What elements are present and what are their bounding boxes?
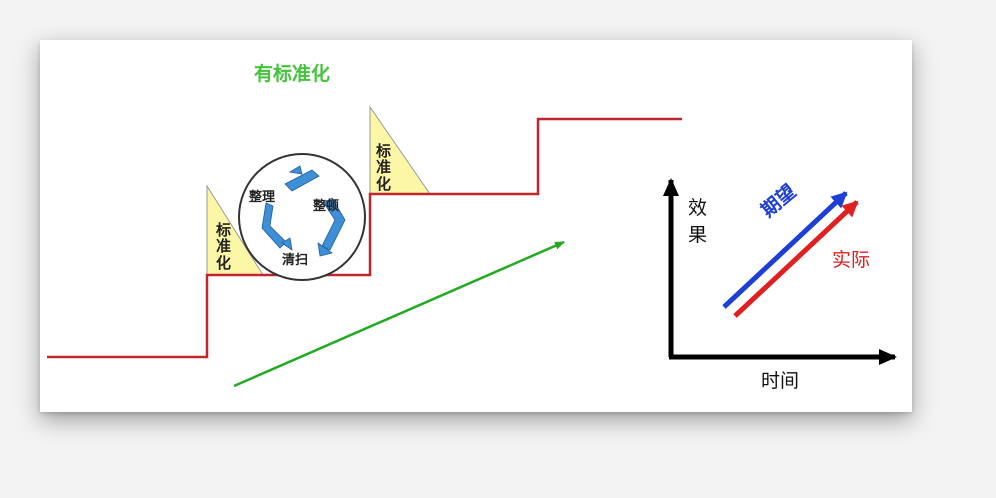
effect-time-graph: 效 果 时间 期望 实际	[663, 178, 897, 392]
diagram-card	[40, 40, 912, 412]
expected-arrow	[722, 191, 848, 309]
cycle-step-sort: 整理	[248, 189, 275, 205]
x-axis-label: 时间	[761, 370, 799, 392]
expected-label: 期望	[756, 180, 800, 222]
wedge-upper-char-2: 准	[376, 158, 391, 176]
wedge-lower-char-2: 准	[216, 237, 231, 255]
wedge-lower-char-1: 标	[215, 221, 231, 239]
cycle-arrow-icon	[261, 165, 346, 257]
improvement-cycle: 整理 整顿 清扫	[238, 153, 366, 281]
cycle-step-clean: 清扫	[282, 252, 308, 268]
staircase-line	[47, 117, 682, 359]
diagram-title: 有标准化	[254, 62, 330, 85]
y-axis-label-char-1: 效	[688, 197, 707, 219]
actual-label: 实际	[832, 249, 870, 271]
wedge-upper-char-1: 标	[375, 142, 391, 160]
actual-arrow	[733, 200, 859, 318]
trend-arrow	[233, 240, 565, 388]
standard-wedge-upper: 标 准 化	[369, 105, 431, 195]
cycle-step-organize: 整顿	[312, 198, 339, 214]
y-axis-label-char-2: 果	[688, 224, 707, 246]
wedge-lower-char-3: 化	[216, 254, 231, 272]
wedge-upper-char-3: 化	[376, 175, 391, 193]
